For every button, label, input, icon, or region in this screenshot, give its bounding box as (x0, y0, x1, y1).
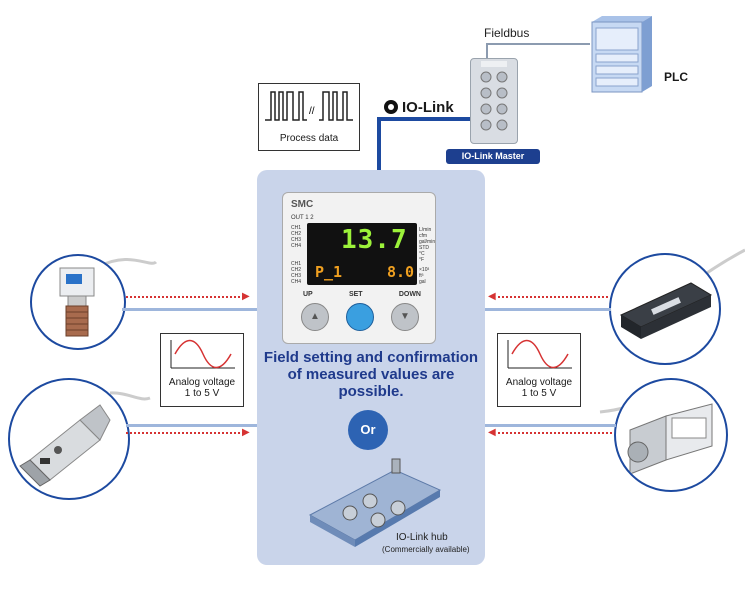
sine-wave-graph (507, 339, 572, 369)
analog-left-line2: 1 to 5 V (184, 388, 220, 399)
iolink-logo-icon (384, 100, 398, 114)
link-line-top-left (122, 308, 257, 311)
device-out-label: OUT 1 2 (291, 215, 314, 221)
channel-label: CH4 (291, 243, 302, 249)
set-label: SET (348, 291, 363, 298)
main-reading: 13.7 (341, 225, 408, 255)
fieldbus-label: Fieldbus (484, 26, 530, 40)
channel-label: CH2 (291, 267, 302, 273)
signal-arrow-top-right (498, 296, 608, 298)
plc-label: PLC (664, 70, 688, 84)
signal-arrow-top-left (126, 296, 244, 298)
device-brand: SMC (291, 199, 314, 210)
iolink-hub-label: IO-Link hub (396, 532, 448, 543)
process-data-label: Process data (279, 133, 339, 144)
signal-arrow-bottom-right (498, 432, 612, 434)
analog-box-right: Analog voltage 1 to 5 V (497, 333, 581, 407)
link-line-top-right (485, 308, 611, 311)
channel-label: CH2 (291, 231, 302, 237)
unit-label: STD (419, 245, 429, 251)
iolink-logo-text: IO-Link (402, 98, 454, 116)
plc-tower-icon (582, 14, 662, 94)
unit-label: ft³ (419, 273, 424, 279)
unit-label: ×10³ (419, 267, 430, 273)
unit-label: °C (419, 251, 425, 257)
analog-left-line1: Analog voltage (168, 377, 236, 388)
main-caption: Field setting and confirmation of measur… (263, 349, 479, 400)
units-list-top: L/min cfm gal/min STD °C °F (419, 227, 435, 263)
arrow-head-top-left: ▶ (242, 291, 250, 302)
unit-label: gal (419, 279, 426, 285)
link-line-bottom-right (485, 424, 616, 427)
iolink-hub-device (300, 455, 450, 547)
up-label: UP (303, 291, 313, 298)
unit-label: °F (419, 257, 425, 263)
arrow-head-bottom-left: ▶ (242, 427, 250, 438)
channel-list-bottom: CH1 CH2 CH3 CH4 (291, 261, 301, 285)
unit-label: cfm (419, 233, 428, 239)
arrow-head-bottom-right: ◀ (488, 427, 496, 438)
svg-text://: // (309, 106, 315, 117)
iolink-hub-note: (Commercially available) (382, 545, 470, 554)
arrow-head-top-right: ◀ (488, 291, 496, 302)
units-list-bottom: ×10³ ft³ gal (419, 267, 429, 285)
or-badge: Or (348, 410, 388, 450)
channel-list-top: CH1 CH2 CH3 CH4 (291, 225, 301, 249)
sub-reading-right: 8.0 (387, 263, 415, 281)
signal-arrow-bottom-left (126, 432, 244, 434)
digital-signal-graph: // (265, 91, 353, 121)
set-button[interactable] (346, 303, 374, 331)
pressure-sensor-bottom-left (8, 378, 130, 500)
iolink-logo: IO-Link (384, 97, 454, 117)
fieldbus-line (486, 43, 590, 60)
process-data-box: // Process data (258, 83, 360, 151)
analog-right-line1: Analog voltage (505, 377, 573, 388)
channel-label: CH3 (291, 273, 302, 279)
up-button[interactable]: ▲ (301, 303, 329, 331)
channel-label: CH1 (291, 261, 302, 267)
unit-label: gal/min (419, 239, 436, 245)
pressure-display-device: SMC OUT 1 2 CH1 CH2 CH3 CH4 CH1 CH2 CH3 … (282, 192, 436, 344)
iolink-master-device (470, 58, 518, 144)
pressure-sensor-top-left (30, 254, 126, 350)
sine-wave-graph (170, 339, 235, 369)
unit-label: L/min (419, 227, 432, 233)
channel-label: CH4 (291, 279, 302, 285)
down-button[interactable]: ▼ (391, 303, 419, 331)
channel-label: CH3 (291, 237, 302, 243)
link-line-bottom-left (126, 424, 257, 427)
flow-sensor-bottom-right (614, 378, 728, 492)
iolink-master-label: IO-Link Master (446, 149, 540, 164)
flow-sensor-top-right (609, 253, 721, 365)
analog-box-left: Analog voltage 1 to 5 V (160, 333, 244, 407)
cable-bottom-left (109, 391, 151, 401)
down-label: DOWN (398, 291, 421, 298)
sub-reading-left: P_1 (315, 263, 343, 281)
button-labels: UP SET DOWN (303, 291, 421, 298)
analog-right-line2: 1 to 5 V (521, 388, 557, 399)
lcd-screen: 13.7 P_1 8.0 (307, 223, 417, 285)
channel-label: CH1 (291, 225, 302, 231)
